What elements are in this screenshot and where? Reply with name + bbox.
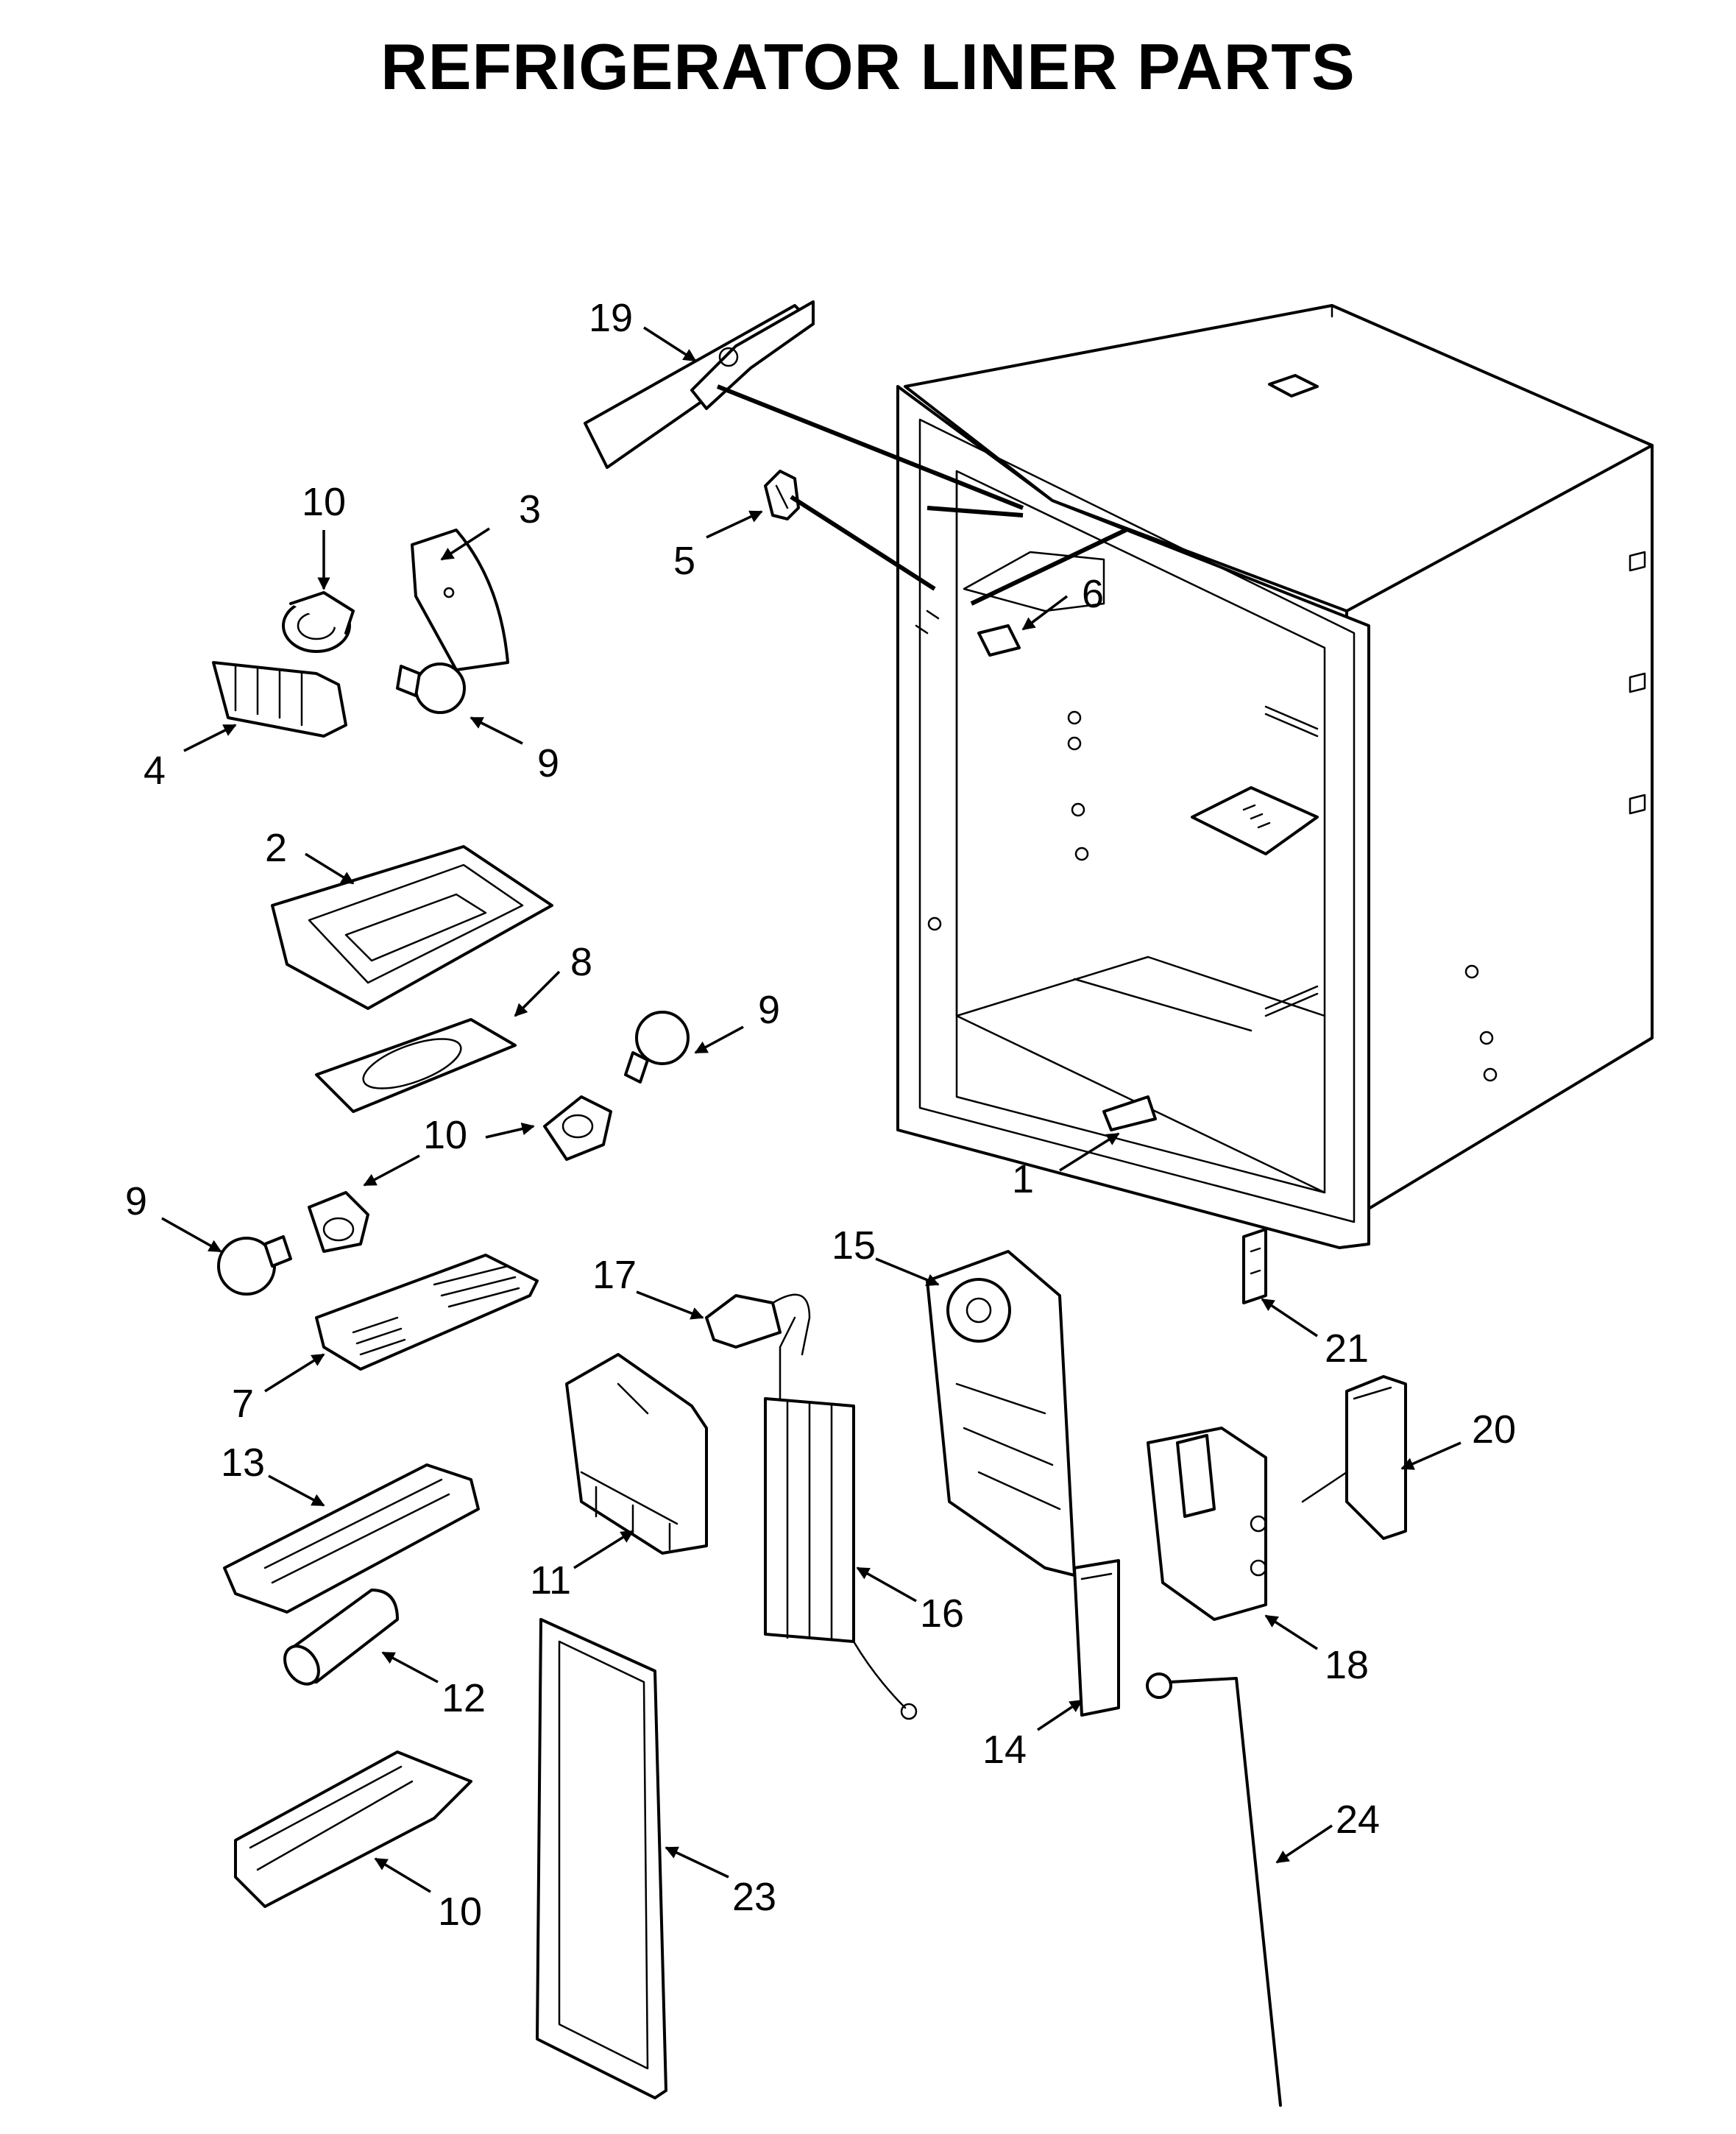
callout-numbers: 19 10 3 5 6 4 9 2 8 9 10 1 9 17 15 21 7 … <box>125 296 1516 1934</box>
part-21-duct <box>584 300 1024 517</box>
part-16-bracket <box>1073 1559 1120 1717</box>
callout-5: 5 <box>673 539 695 583</box>
callout-21: 19 <box>589 296 633 340</box>
leader-lines <box>161 326 1462 1893</box>
part-24-water-tube <box>1146 1672 1282 2107</box>
callout-13: 23 <box>732 1875 776 1919</box>
part-22-cover <box>1301 1375 1407 1540</box>
callout-17: 15 <box>832 1223 876 1268</box>
callout-14: 12 <box>442 1676 486 1720</box>
callout-24: 24 <box>1336 1798 1380 1842</box>
callout-15: 13 <box>221 1441 265 1485</box>
part-13-panel <box>536 1618 667 2099</box>
callout-9b: 9 <box>758 988 780 1032</box>
part-10-socket-top <box>282 591 355 653</box>
callout-12: 10 <box>438 1890 482 1934</box>
part-19-actuator <box>705 1293 811 1356</box>
part-3-insulation <box>411 529 509 671</box>
callout-20: 18 <box>1325 1643 1369 1687</box>
callout-23: 21 <box>1325 1326 1369 1371</box>
part-8-lens <box>315 1018 517 1113</box>
part-2-light-housing <box>271 845 553 1010</box>
part-17-bracket <box>926 1250 1076 1577</box>
part-14-water-filter <box>283 1589 399 1686</box>
part-9-bulb-lower <box>217 1235 292 1296</box>
callout-8: 8 <box>570 940 592 984</box>
part-9-bulb-middle <box>624 1011 690 1084</box>
callout-16: 14 <box>982 1728 1027 1772</box>
part-11-housing <box>565 1353 708 1555</box>
part-1-liner <box>896 304 1654 1249</box>
callout-7: 7 <box>232 1382 254 1426</box>
part-23-switch <box>1242 1228 1267 1304</box>
part-9-bulb-top <box>396 663 466 714</box>
callout-10a: 10 <box>302 480 346 524</box>
callout-2: 2 <box>265 826 287 870</box>
part-10-socket-middle <box>543 1095 612 1161</box>
callout-4: 4 <box>144 749 166 793</box>
part-15-filter-housing <box>223 1463 480 1614</box>
part-12-drip-tray <box>234 1750 472 1908</box>
callout-22: 20 <box>1472 1407 1516 1452</box>
callout-6: 6 <box>1082 572 1104 616</box>
callout-19: 17 <box>592 1253 637 1297</box>
callout-9a: 9 <box>537 741 559 785</box>
callout-3: 3 <box>519 487 541 531</box>
callout-10b: 10 <box>423 1113 467 1157</box>
part-20-water-valve <box>1147 1427 1267 1621</box>
part-7-light-cover <box>315 1254 539 1371</box>
diagram-title: REFRIGERATOR LINER PARTS <box>380 30 1356 103</box>
part-4-light-shield <box>212 661 347 738</box>
part-18-heater <box>764 1316 918 1720</box>
callout-9c: 9 <box>125 1179 147 1223</box>
callout-11: 11 <box>530 1558 571 1603</box>
part-6-clip <box>915 610 1021 657</box>
part-5-damper <box>764 470 1127 606</box>
part-10-socket-lower <box>308 1191 369 1253</box>
callout-1: 1 <box>1012 1157 1034 1201</box>
callout-18: 16 <box>920 1591 964 1636</box>
